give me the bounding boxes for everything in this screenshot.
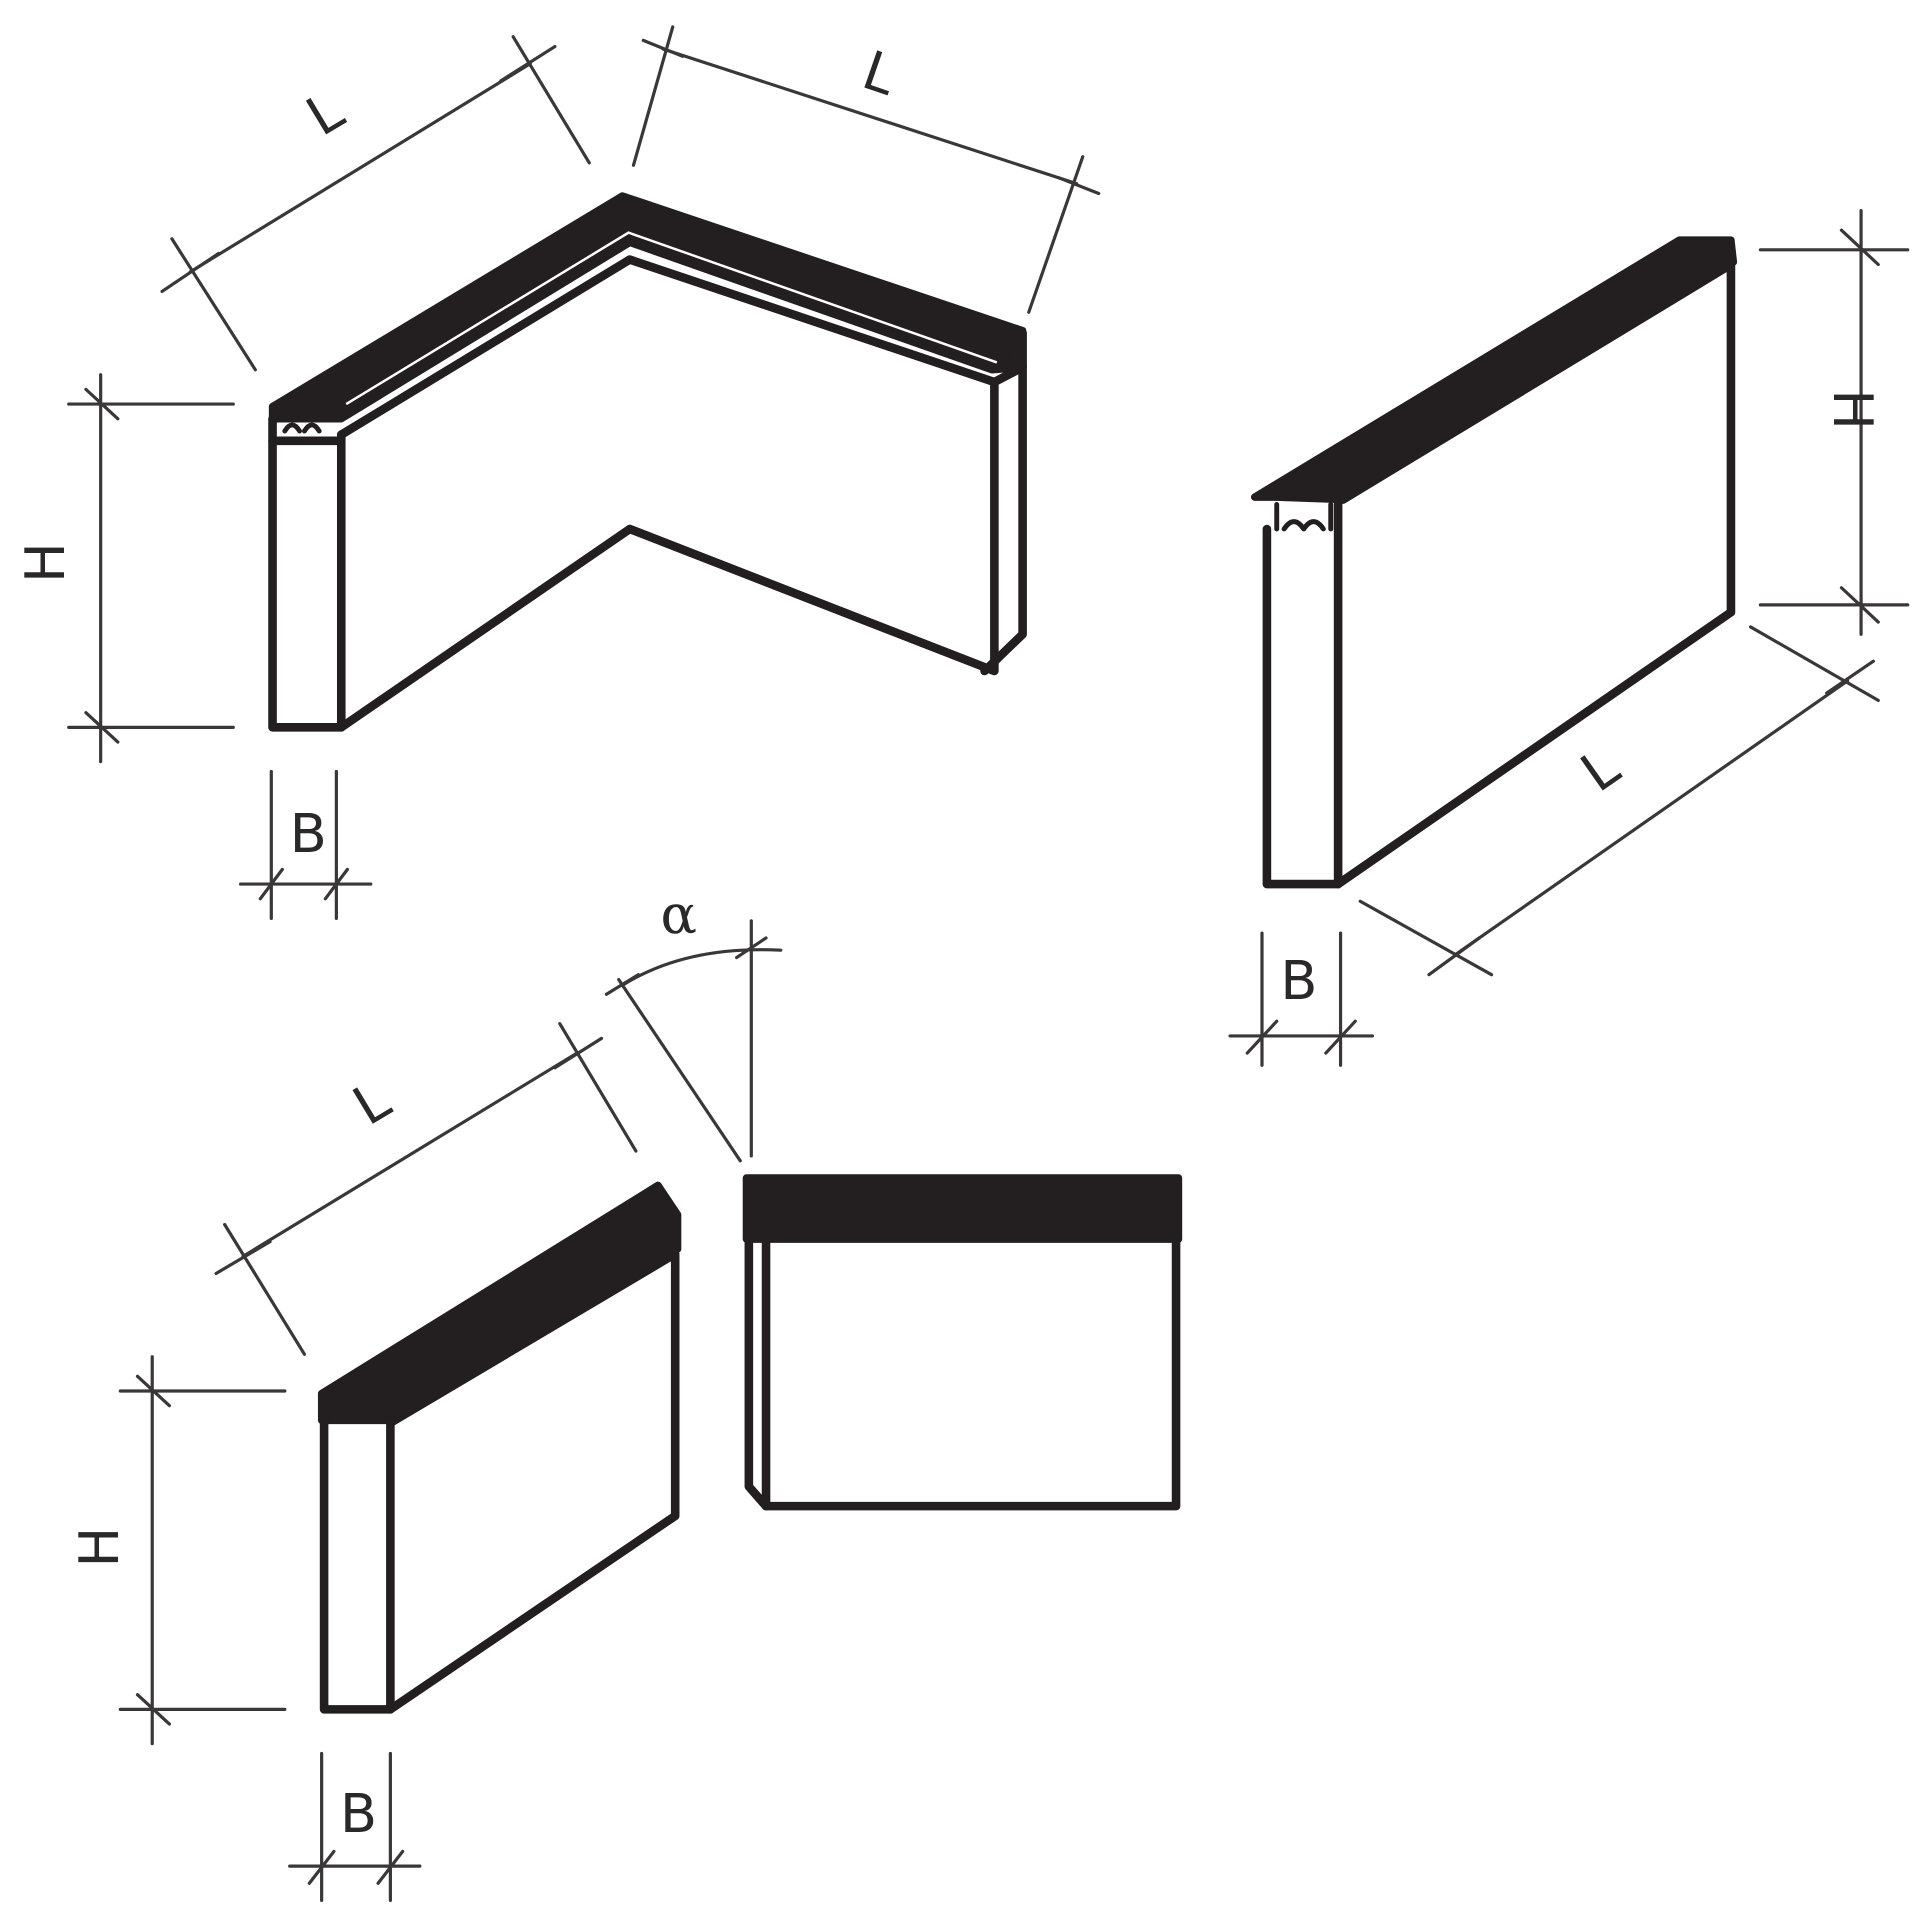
label-alpha: α [660, 883, 696, 946]
straight-top-face [1250, 236, 1738, 504]
dimension-angled-width: B [288, 1751, 422, 1903]
angled-right-side [744, 1234, 771, 1511]
dimension-angled-height: H [68, 1355, 287, 1746]
angled-left-end-face [319, 1413, 395, 1714]
dimension-straight-height: H [1758, 209, 1910, 636]
label-B-corner: B [290, 802, 327, 865]
label-L-corner-2: L [855, 38, 904, 107]
label-L-corner-1: L [296, 79, 354, 148]
straight-front-face [1333, 260, 1736, 889]
label-L-angled: L [343, 1068, 401, 1137]
label-B-angled: B [340, 1782, 377, 1845]
straight-end-face [1262, 495, 1343, 889]
label-H-angled: H [68, 1527, 131, 1568]
dimension-corner-height: H [14, 373, 235, 764]
label-L-straight: L [1570, 735, 1631, 804]
corner-right-end [980, 328, 1027, 676]
angled-left-front-face [386, 1249, 680, 1714]
dimension-straight-width: B [1228, 931, 1375, 1067]
angled-right-front-face [761, 1234, 1181, 1511]
dimension-corner-width: B [239, 769, 373, 920]
label-B-straight: B [1280, 949, 1317, 1012]
angled-element-figure: L α H B [68, 883, 1183, 1903]
dimension-straight-length: L [1358, 625, 1880, 977]
corner-element-figure: L L H B [14, 25, 1101, 920]
angled-left-top-face [317, 1181, 682, 1425]
angled-right-top-band [742, 1174, 1183, 1243]
corner-end-face [268, 414, 346, 732]
label-H-corner: H [14, 542, 77, 583]
corner-front-face [336, 255, 999, 732]
dimension-angle-alpha: α [604, 883, 783, 1163]
straight-element-figure: H L B [1228, 209, 1910, 1067]
label-H-straight: H [1821, 389, 1884, 430]
corner-top-face [268, 192, 1027, 423]
